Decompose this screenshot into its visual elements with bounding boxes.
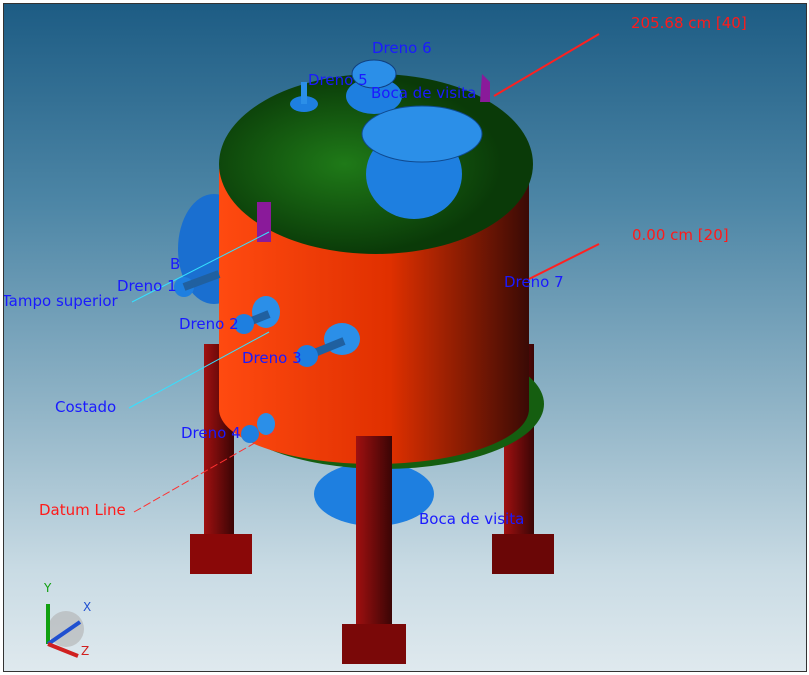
3d-viewport[interactable]: 205.68 cm [40] 0.00 cm [20] Dreno 6 Dren… bbox=[3, 3, 807, 672]
label-dreno-5: Dreno 5 bbox=[308, 71, 368, 89]
leg-base-front bbox=[342, 624, 406, 664]
label-boca-bottom: Boca de visita bbox=[419, 510, 525, 528]
label-costado: Costado bbox=[55, 398, 117, 416]
label-dreno-4: Dreno 4 bbox=[181, 424, 241, 442]
label-dreno-6: Dreno 6 bbox=[372, 39, 432, 57]
axis-y-label: Y bbox=[44, 581, 52, 595]
dimension-label-top: 205.68 cm [40] bbox=[631, 14, 747, 32]
label-dreno-7: Dreno 7 bbox=[504, 273, 564, 291]
label-dreno-2: Dreno 2 bbox=[179, 315, 239, 333]
label-tampo-superior: Tampo superior bbox=[3, 292, 118, 310]
vessel-model bbox=[46, 33, 600, 664]
label-dreno-1: Dreno 1 bbox=[117, 277, 177, 295]
leg-front bbox=[356, 436, 392, 631]
axis-z-label: Z bbox=[81, 644, 90, 658]
label-boca-top: Boca de visita bbox=[371, 84, 477, 102]
leg-base-left bbox=[190, 534, 252, 574]
label-datum-line: Datum Line bbox=[39, 501, 126, 519]
leg-base-right bbox=[492, 534, 554, 574]
dimension-label-bottom: 0.00 cm [20] bbox=[632, 226, 729, 244]
axis-x-label: X bbox=[83, 600, 92, 614]
axis-triad-icon bbox=[46, 604, 84, 658]
label-dreno-3: Dreno 3 bbox=[242, 349, 302, 367]
lifting-lug bbox=[257, 202, 271, 242]
label-boca-side: B bbox=[170, 255, 181, 273]
